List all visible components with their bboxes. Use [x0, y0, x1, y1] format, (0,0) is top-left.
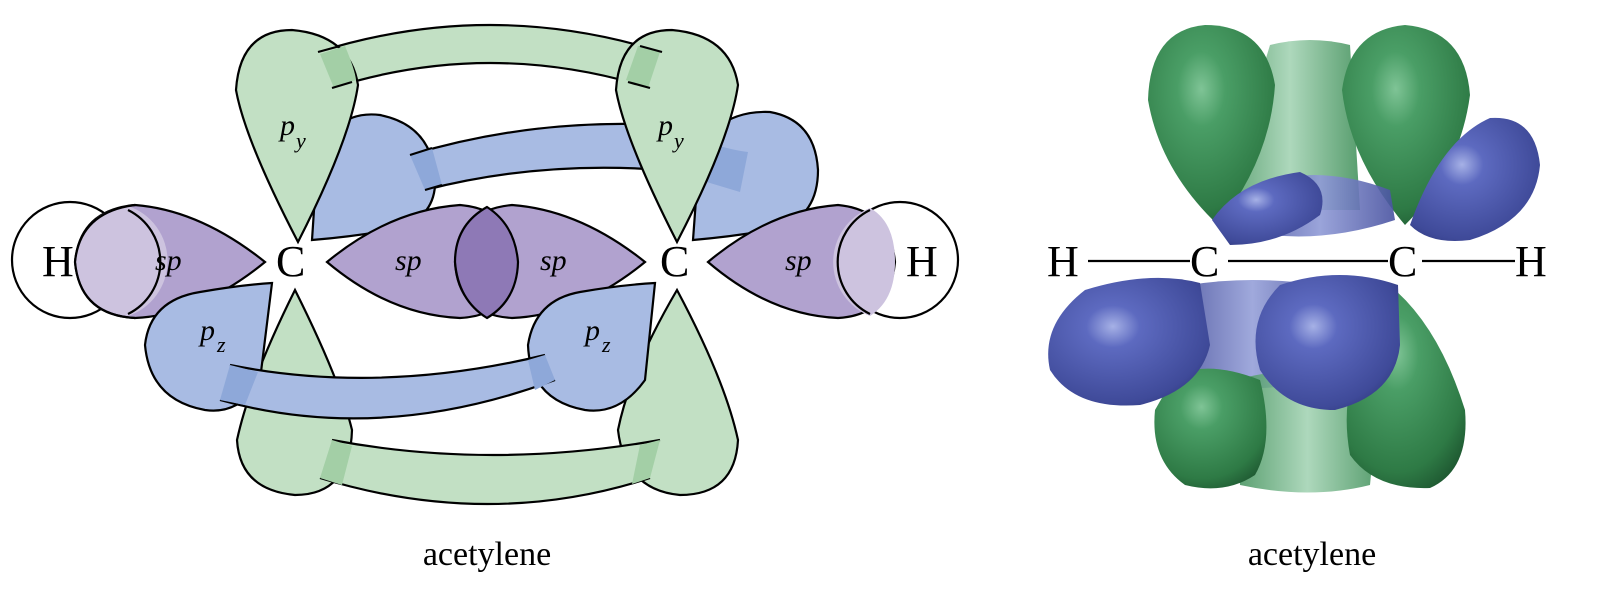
atom-label-h-right: H [906, 237, 938, 286]
atom-label-c-right: C [1388, 237, 1417, 286]
overlap-region [76, 206, 168, 316]
overlap-region [833, 208, 895, 316]
orbital-label-sp: sp [785, 244, 812, 277]
orbital-overlap-diagram: H C C H sp sp sp sp p y p y p z p z acet… [10, 23, 960, 573]
overlap-region [320, 46, 356, 88]
orbital-label-sp: sp [540, 244, 567, 277]
orbital-label-sp: sp [155, 244, 182, 277]
pi-bond-band-green-bottom [319, 438, 661, 506]
pi-bond-band-pz [219, 353, 556, 420]
orbital-lobe-pz-right [526, 281, 657, 412]
orbital-lobe-blue-lower-left [1048, 277, 1210, 406]
orbital-3d-render: H C C H acetylene [1047, 25, 1547, 573]
atom-label-c-left: C [1190, 237, 1219, 286]
orbital-label-sp: sp [395, 244, 422, 277]
overlap-region [626, 46, 660, 88]
svg-text:p: p [583, 314, 600, 347]
svg-text:p: p [278, 109, 295, 142]
caption-left: acetylene [423, 536, 551, 573]
orbital-label-py-left: p y [278, 109, 306, 153]
atom-label-h-right: H [1515, 237, 1547, 286]
svg-text:z: z [216, 332, 226, 357]
svg-text:y: y [672, 128, 684, 153]
pi-bond-band-py-top [317, 23, 663, 90]
orbital-label-pz-left: p z [198, 314, 226, 357]
orbital-lobe-blue-upper-right [1410, 117, 1540, 241]
pi-cloud-green-upper-band [1220, 40, 1360, 210]
svg-text:p: p [198, 314, 215, 347]
orbital-lobe-green-lower-left [1154, 368, 1267, 489]
svg-text:p: p [656, 109, 673, 142]
orbital-lobe-py-left [234, 28, 360, 245]
orbital-lobe-green-upper-left [1148, 25, 1275, 225]
caption-right: acetylene [1248, 536, 1376, 573]
svg-text:y: y [294, 128, 306, 153]
atom-label-c-left: C [276, 237, 305, 286]
orbital-label-pz-right: p z [583, 314, 611, 357]
orbital-lobe-blue-lower-right [1255, 275, 1400, 410]
sp-sp-sigma-overlap [453, 205, 520, 320]
atom-label-h-left: H [42, 237, 74, 286]
atom-label-c-right: C [660, 237, 689, 286]
svg-text:z: z [601, 332, 611, 357]
atom-label-h-left: H [1047, 237, 1079, 286]
orbital-lobe-blue-upper-left [1212, 172, 1323, 245]
orbital-label-py-right: p y [656, 109, 684, 153]
